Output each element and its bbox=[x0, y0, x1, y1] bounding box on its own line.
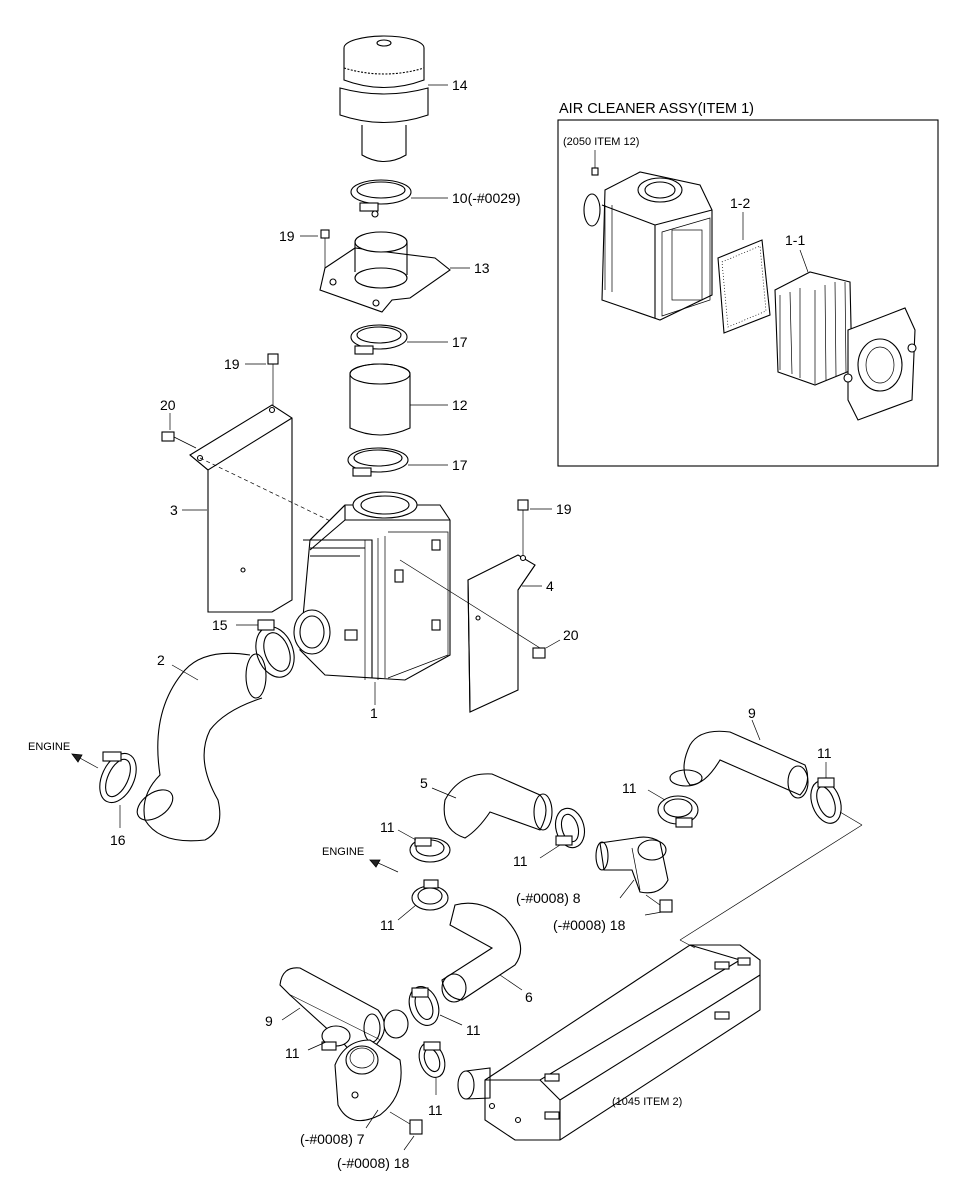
callout-18-upper: (-#0008) 18 bbox=[553, 917, 626, 933]
hose-clamp-11-middle bbox=[408, 986, 440, 1026]
bolt-19-top bbox=[320, 229, 330, 270]
callout-2: 2 bbox=[157, 652, 165, 668]
callout-7: (-#0008) 7 bbox=[300, 1131, 365, 1147]
bracket-3 bbox=[189, 404, 381, 613]
callout-19-left: 19 bbox=[224, 356, 240, 372]
intercooler bbox=[457, 939, 761, 1141]
engine-arrow-top bbox=[71, 753, 99, 769]
callout-18-lower: (-#0008) 18 bbox=[337, 1155, 410, 1171]
engine-arrow-bottom bbox=[369, 859, 399, 873]
filter-cover bbox=[843, 307, 917, 421]
hose-12 bbox=[349, 363, 411, 436]
callout-10: 10(-#0029) bbox=[452, 190, 521, 206]
hose-9-top bbox=[669, 730, 809, 799]
hose-clamp-15 bbox=[255, 619, 295, 678]
callout-17-top: 17 bbox=[452, 334, 468, 350]
callout-1: 1 bbox=[370, 705, 378, 721]
hose-clamp-11-bottom-left bbox=[321, 1025, 351, 1051]
engine-label-bottom: ENGINE bbox=[322, 846, 364, 858]
callout-12: 12 bbox=[452, 397, 468, 413]
callout-13: 13 bbox=[474, 260, 490, 276]
bolt-20-left bbox=[161, 431, 197, 449]
bolt-19-right bbox=[517, 499, 529, 556]
hose-clamp-10 bbox=[350, 179, 412, 218]
leader-line-intercooler bbox=[679, 811, 863, 941]
hose-clamp-11-upper-mid bbox=[657, 795, 699, 828]
bolt-19-left bbox=[267, 353, 279, 408]
callout-20-right: 20 bbox=[563, 627, 579, 643]
pre-filter-1-2: 1-2 bbox=[717, 195, 771, 334]
hose-2 bbox=[136, 652, 267, 842]
intercooler-note: (1045 ITEM 2) bbox=[612, 1096, 682, 1108]
callout-20-left: 20 bbox=[160, 397, 176, 413]
air-cleaner-body-1 bbox=[293, 491, 451, 681]
inset-ref-note: (2050 ITEM 12) bbox=[563, 136, 639, 148]
callout-14: 14 bbox=[452, 77, 468, 93]
callout-16: 16 bbox=[110, 832, 126, 848]
engine-label-top: ENGINE bbox=[28, 741, 70, 753]
label-1-2: 1-2 bbox=[730, 195, 750, 211]
bolt-20-right bbox=[532, 647, 546, 659]
callout-11-right: 11 bbox=[817, 745, 832, 761]
pre-cleaner-14 bbox=[339, 35, 429, 163]
label-1-1: 1-1 bbox=[785, 232, 805, 248]
callout-11-bottom-left: 11 bbox=[285, 1045, 300, 1061]
main-filter-1-1: 1-1 bbox=[774, 232, 853, 386]
bolt-18-upper bbox=[645, 894, 673, 913]
hose-clamp-17-top bbox=[350, 324, 408, 355]
hose-clamp-16 bbox=[99, 751, 137, 804]
callout-19-top: 19 bbox=[279, 228, 295, 244]
callout-6: 6 bbox=[525, 989, 533, 1005]
callout-11-upper-mid: 11 bbox=[622, 780, 637, 796]
hose-6 bbox=[441, 902, 522, 1003]
bracket-13 bbox=[319, 231, 451, 313]
bolt-18-lower bbox=[389, 1111, 423, 1135]
hose-clamp-11-left-mid bbox=[411, 879, 449, 911]
callout-11-left-mid: 11 bbox=[380, 917, 395, 933]
air-cleaner-assy-inset: AIR CLEANER ASSY(ITEM 1) (2050 ITEM 12) … bbox=[557, 101, 939, 467]
callout-11-hose5: 11 bbox=[513, 853, 528, 869]
callout-11-left-upper: 11 bbox=[380, 819, 395, 835]
hose-clamp-17-bottom bbox=[347, 447, 409, 477]
hose-clamp-11-left-upper bbox=[409, 837, 451, 863]
callout-9-bottom: 9 bbox=[265, 1013, 273, 1029]
callout-11-bottom-mid: 11 bbox=[428, 1102, 443, 1118]
callout-9-top: 9 bbox=[748, 705, 756, 721]
callout-11-middle: 11 bbox=[466, 1022, 481, 1038]
callout-4: 4 bbox=[546, 578, 554, 594]
callout-19-right: 19 bbox=[556, 501, 572, 517]
callout-15: 15 bbox=[212, 617, 228, 633]
elbow-8 bbox=[595, 836, 669, 894]
hose-5 bbox=[443, 773, 553, 839]
hose-clamp-11-hose5 bbox=[554, 807, 586, 849]
callout-3: 3 bbox=[170, 502, 178, 518]
callout-8: (-#0008) 8 bbox=[516, 890, 581, 906]
bracket-4 bbox=[399, 554, 541, 713]
callout-5: 5 bbox=[420, 775, 428, 791]
callout-17-bottom: 17 bbox=[452, 457, 468, 473]
inset-title: AIR CLEANER ASSY(ITEM 1) bbox=[559, 101, 754, 117]
hose-clamp-11-bottom-mid bbox=[418, 1041, 446, 1078]
air-cleaner-housing-inset bbox=[583, 171, 713, 321]
elbow-7 bbox=[334, 1039, 402, 1122]
hose-clamp-11-right bbox=[810, 777, 842, 824]
